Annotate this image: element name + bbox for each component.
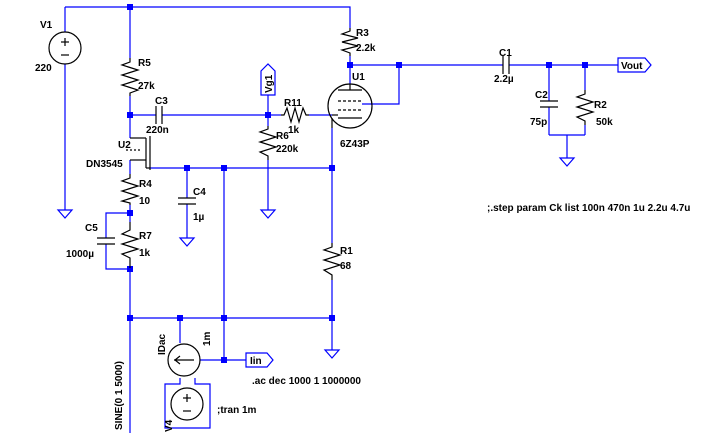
r1-name: R1 <box>340 246 353 257</box>
v1-name: V1 <box>40 20 53 31</box>
vout-net-flag <box>617 57 652 73</box>
r2-name: R2 <box>594 100 607 111</box>
c2-name: C2 <box>535 90 548 101</box>
r6-resistor <box>257 126 279 160</box>
ground-icon <box>259 209 277 219</box>
c4-value: 1µ <box>193 212 205 223</box>
junction <box>127 266 133 272</box>
u2-name: U2 <box>118 140 131 151</box>
junction <box>177 315 183 321</box>
r2-value: 50k <box>596 117 613 128</box>
idac-circle <box>167 343 201 377</box>
u2-mosfet <box>126 136 151 170</box>
ground-icon <box>323 349 341 359</box>
r2-resistor <box>574 90 596 125</box>
r11-resistor <box>281 105 309 125</box>
junction <box>329 315 335 321</box>
r3-name: R3 <box>356 28 369 39</box>
r5-resistor <box>119 58 141 96</box>
junction <box>127 4 133 10</box>
r3-value: 2.2k <box>356 43 376 54</box>
r11-name: R11 <box>284 98 302 109</box>
r7-value: 1k <box>139 248 151 259</box>
c2-value: 75p <box>530 117 547 128</box>
junction <box>396 62 402 68</box>
c5-capacitor <box>97 237 115 245</box>
wire-c5-bottom <box>105 244 130 270</box>
junction <box>265 112 271 118</box>
c3-capacitor <box>155 106 163 124</box>
wire-top-rail <box>65 6 351 28</box>
v4-circle <box>170 387 204 421</box>
wire-c5-top <box>105 212 130 238</box>
ground-icon <box>178 237 196 247</box>
vg1-net-flag <box>260 63 276 96</box>
r4-resistor <box>119 174 141 205</box>
iin-net-flag <box>245 352 274 368</box>
idac-value: 1m <box>202 331 213 346</box>
c5-name: C5 <box>85 223 98 234</box>
r6-name: R6 <box>276 131 289 142</box>
r1-value: 68 <box>340 261 352 272</box>
step-directive: ;.step param Ck list 100n 470n 1u 2.2u 4… <box>487 203 690 214</box>
junction <box>329 165 335 171</box>
v1-value: 220 <box>35 63 52 74</box>
ground-symbols <box>56 157 576 359</box>
c1-capacitor <box>502 56 510 74</box>
r6-value: 220k <box>276 144 299 155</box>
c2-capacitor <box>540 100 558 108</box>
c3-name: C3 <box>155 96 168 107</box>
iin-label: Iin <box>250 356 262 367</box>
junction <box>127 112 133 118</box>
u1-value: 6Z43P <box>340 139 370 150</box>
v4-value: SINE(0 1 5000) <box>114 361 125 430</box>
c3-value: 220n <box>146 125 169 136</box>
ac-directive: .ac dec 1000 1 1000000 <box>252 376 361 387</box>
r1-resistor <box>321 243 343 280</box>
junction <box>127 210 133 216</box>
vout-label: Vout <box>621 61 643 72</box>
junction <box>221 165 227 171</box>
junction <box>127 315 133 321</box>
arrow-head-icon <box>174 355 181 365</box>
wire-v4-loop <box>164 378 211 429</box>
c1-value: 2.2µ <box>494 74 514 85</box>
junction <box>221 315 227 321</box>
junction <box>347 62 353 68</box>
r11-value: 1k <box>288 125 300 136</box>
u1-name: U1 <box>352 72 365 83</box>
c1-name: C1 <box>499 48 512 59</box>
r4-name: R4 <box>139 179 152 190</box>
junction <box>582 62 588 68</box>
junction <box>546 62 552 68</box>
junction <box>221 357 227 363</box>
r3-resistor <box>339 28 359 56</box>
c4-name: C4 <box>193 187 206 198</box>
r5-value: 27k <box>138 81 155 92</box>
c4-capacitor <box>178 197 196 205</box>
r7-resistor <box>119 222 141 268</box>
ground-icon <box>56 209 74 219</box>
c5-value: 1000µ <box>66 249 94 260</box>
v1-circle <box>48 31 82 65</box>
v4-source <box>170 387 204 421</box>
vg1-label: Vg1 <box>264 74 275 93</box>
r5-name: R5 <box>138 58 151 69</box>
r4-value: 10 <box>139 196 151 207</box>
tran-directive: ;tran 1m <box>217 405 257 416</box>
idac-name: IDac <box>157 333 168 355</box>
wires <box>64 6 618 433</box>
u1-vacuum-tube <box>327 83 373 129</box>
ground-icon <box>558 157 576 167</box>
junctions <box>127 4 588 363</box>
wire-screen <box>362 65 400 105</box>
u2-value: DN3545 <box>86 159 123 170</box>
r7-name: R7 <box>139 231 152 242</box>
v4-name: V4 <box>164 419 175 432</box>
v1-source <box>48 31 82 65</box>
junction <box>184 165 190 171</box>
idac-current-source <box>167 343 201 377</box>
